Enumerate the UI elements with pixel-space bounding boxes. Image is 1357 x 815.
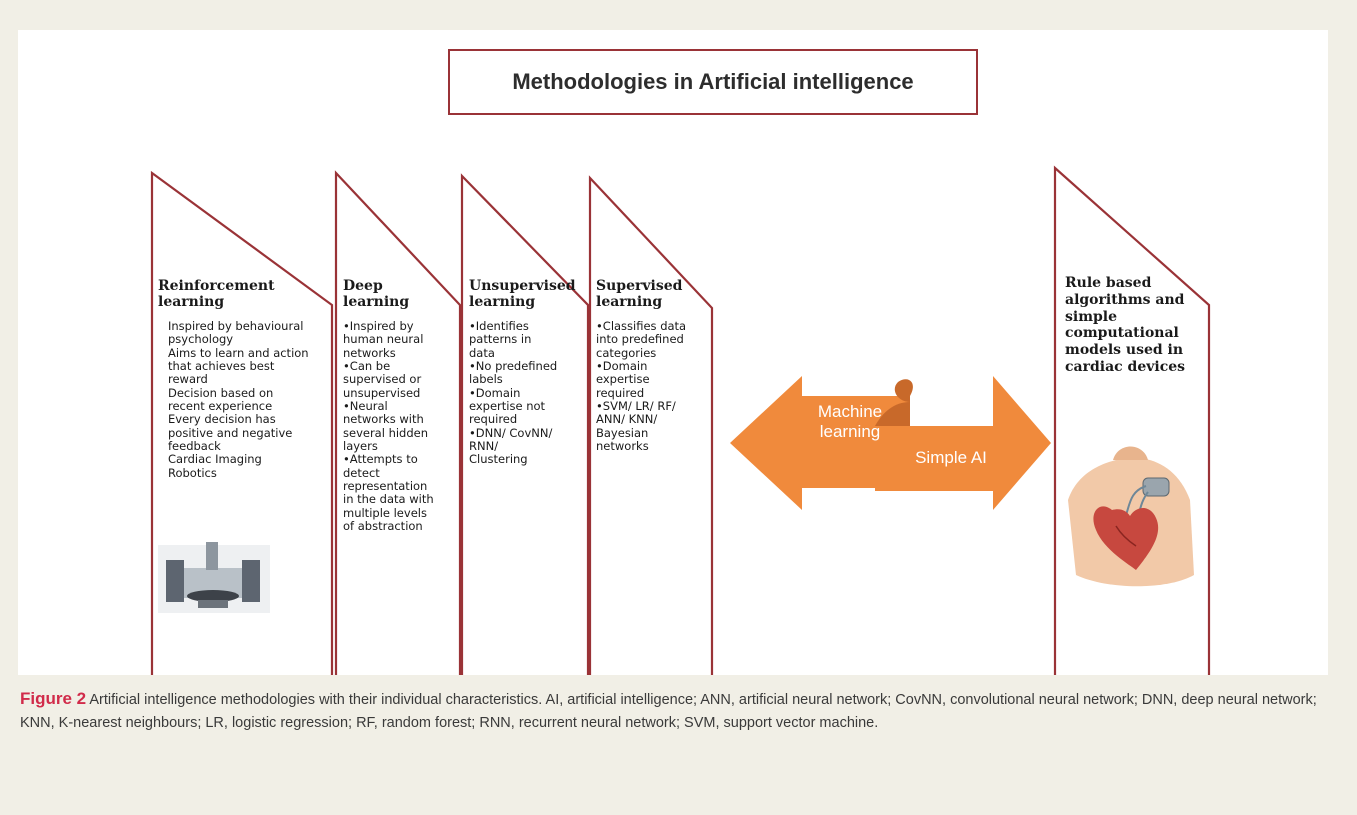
panel-supervised-learning <box>588 175 714 675</box>
heading-line: simple <box>1065 308 1118 325</box>
reinforcement-list: Inspired by behavioural psychology Aims … <box>168 319 309 480</box>
list-item: •Classifies data <box>596 319 687 333</box>
supervised-heading: Supervised learning <box>596 278 683 311</box>
list-item: categories <box>596 345 657 360</box>
list-item: layers <box>343 438 378 453</box>
list-item: psychology <box>168 332 234 347</box>
heading-line: learning <box>158 293 225 310</box>
diagram-title: Methodologies in Artificial intelligence <box>512 69 914 94</box>
deep-learning-heading: Deep learning <box>343 278 410 311</box>
list-item: •Domain <box>469 385 521 400</box>
list-item: recent experience <box>168 398 273 413</box>
list-item: •Attempts to <box>343 452 418 467</box>
list-item: in the data with <box>343 492 434 507</box>
list-item: Cardiac Imaging <box>168 452 262 467</box>
unsupervised-heading: Unsupervised learning <box>469 278 576 311</box>
heading-line: algorithms and <box>1065 291 1185 308</box>
list-item: •SVM/ LR/ RF/ <box>596 398 676 413</box>
diagram-canvas <box>150 165 1211 675</box>
list-item: patterns in <box>469 332 532 347</box>
list-item: positive and negative <box>168 425 293 440</box>
heading-line: Deep <box>343 278 383 294</box>
list-item: labels <box>469 372 503 387</box>
list-item: Every decision has <box>168 412 276 427</box>
arrow-label-line: Machine <box>817 402 883 421</box>
list-item: RNN/ <box>469 438 499 453</box>
supervised-list: •Classifies data into predefined categor… <box>596 319 687 453</box>
list-item: networks with <box>343 412 424 427</box>
list-item: human neural <box>343 332 424 347</box>
list-item: Bayesian <box>596 425 649 440</box>
list-item: detect <box>343 465 380 480</box>
list-item: •Can be <box>343 358 391 373</box>
caption-text: Artificial intelligence methodologies wi… <box>20 692 1317 731</box>
list-item: unsupervised <box>343 385 421 400</box>
list-item: feedback <box>168 438 221 453</box>
heading-line: learning <box>343 293 410 310</box>
caption-label: Figure 2 <box>20 689 87 708</box>
panel-simple-ai <box>1053 165 1211 675</box>
panel-deep-learning <box>334 170 462 675</box>
machine-learning-label: Machine learning <box>800 402 900 441</box>
deep-learning-list: •Inspired by human neural networks •Can … <box>343 319 434 533</box>
heading-line: Rule based <box>1065 275 1152 291</box>
pacemaker-illustration <box>1068 446 1194 587</box>
figure-caption: Figure 2 Artificial intelligence methodo… <box>20 686 1335 734</box>
list-item: •No predefined <box>469 358 558 373</box>
scroll-fold-shape <box>875 402 910 426</box>
list-item: required <box>596 385 645 400</box>
heading-line: models used in <box>1065 342 1184 359</box>
list-item: data <box>469 345 495 360</box>
rule-based-heading: Rule based algorithms and simple computa… <box>1065 275 1185 376</box>
list-item: Robotics <box>168 465 217 480</box>
robot-illustration <box>158 542 270 613</box>
list-item: •Inspired by <box>343 319 414 333</box>
heading-line: Reinforcement <box>158 278 275 294</box>
title-box: Methodologies in Artificial intelligence <box>448 49 978 115</box>
list-item: Aims to learn and action <box>168 345 309 360</box>
heading-line: cardiac devices <box>1065 358 1186 375</box>
list-item: Inspired by behavioural <box>168 319 304 333</box>
list-item: networks <box>596 438 649 453</box>
list-item: Clustering <box>469 452 528 467</box>
list-item: of abstraction <box>343 518 423 533</box>
panel-unsupervised-learning <box>460 173 590 675</box>
heading-line: Unsupervised <box>469 278 576 294</box>
arrow-label-line: learning <box>819 421 881 441</box>
heading-line: learning <box>596 293 663 310</box>
machine-learning-arrow <box>730 376 910 510</box>
simple-ai-label: Simple AI <box>906 448 996 468</box>
list-item: into predefined <box>596 332 684 347</box>
heading-line: Supervised <box>596 278 683 294</box>
simple-ai-arrow <box>875 376 1051 510</box>
list-item: Decision based on <box>168 385 274 400</box>
unsupervised-list: •Identifies patterns in data •No predefi… <box>469 319 558 467</box>
list-item: •DNN/ CovNN/ <box>469 425 553 440</box>
list-item: •Domain <box>596 358 648 373</box>
list-item: expertise <box>596 372 650 387</box>
arrow-label-line: Simple AI <box>915 448 987 467</box>
figure-panel: Methodologies in Artificial intelligence… <box>18 30 1328 675</box>
list-item: reward <box>168 372 208 387</box>
list-item: multiple levels <box>343 505 427 520</box>
list-item: that achieves best <box>168 358 275 373</box>
list-item: several hidden <box>343 425 429 440</box>
list-item: •Neural <box>343 398 388 413</box>
scroll-curl-shape <box>894 379 913 402</box>
list-item: supervised or <box>343 372 422 387</box>
reinforcement-heading: Reinforcement learning <box>158 278 275 311</box>
heading-line: computational <box>1065 325 1179 342</box>
list-item: expertise not <box>469 398 546 413</box>
list-item: ANN/ KNN/ <box>596 412 658 427</box>
list-item: representation <box>343 478 428 493</box>
list-item: •Identifies <box>469 319 529 333</box>
list-item: networks <box>343 345 396 360</box>
heading-line: learning <box>469 293 536 310</box>
list-item: required <box>469 412 518 427</box>
